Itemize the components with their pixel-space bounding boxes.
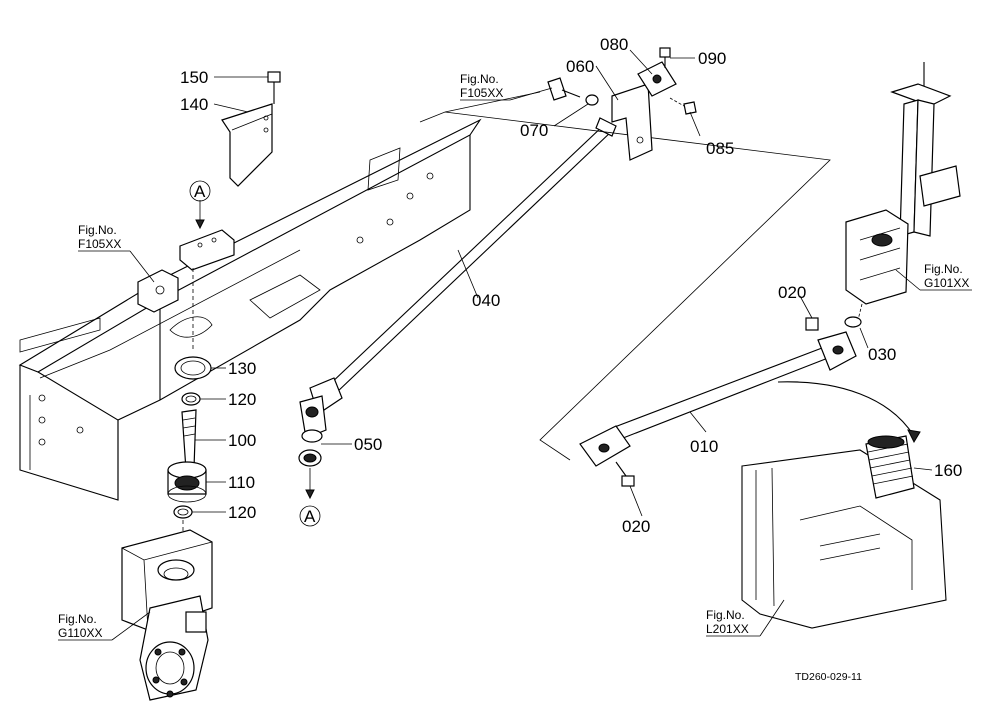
callout-085: 085 (706, 139, 734, 158)
callout-150: 150 (180, 68, 208, 87)
fig-ref-5-label: Fig.No. (706, 608, 745, 622)
leader-lines (192, 49, 933, 517)
callout-040: 040 (472, 291, 500, 310)
callout-120-lower: 120 (228, 503, 256, 522)
part-150-bolt (267, 71, 281, 104)
callout-070: 070 (520, 121, 548, 140)
callout-160: 160 (934, 461, 962, 480)
marker-a-top-circle (189, 180, 211, 202)
steering-column (845, 62, 961, 321)
chassis-frame (18, 118, 482, 501)
part-140-bracket (221, 103, 273, 187)
fig-ref-4-code: G110XX (58, 626, 102, 640)
part-050-joint (298, 449, 322, 467)
part-040-shaft (299, 117, 617, 443)
fig-ref-leaders (58, 87, 972, 641)
callout-080: 080 (600, 35, 628, 54)
callout-140: 140 (180, 95, 208, 114)
part-110-bearing (167, 461, 207, 503)
floor-panel (741, 449, 947, 629)
part-160-boot (865, 435, 915, 499)
callout-060: 060 (566, 57, 594, 76)
callout-090: 090 (698, 49, 726, 68)
callout-020-lower: 020 (622, 517, 650, 536)
marker-a-bottom-circle (299, 505, 321, 527)
fig-ref-2-code: F105XX (460, 86, 503, 100)
callout-010: 010 (690, 437, 718, 456)
callout-020-upper: 020 (778, 283, 806, 302)
part-020-bolt-lower (615, 461, 635, 487)
part-020-bolt-upper (805, 317, 819, 331)
part-010-shaft (579, 331, 857, 467)
fig-ref-4-label: Fig.No. (58, 612, 97, 626)
steering-gearbox (121, 529, 213, 701)
callout-050: 050 (354, 435, 382, 454)
marker-a-top: A (194, 182, 206, 201)
fig-ref-3-label: Fig.No. (924, 262, 963, 276)
fig-ref-5-code: L201XX (706, 622, 749, 636)
callout-100: 100 (228, 431, 256, 450)
part-070-bolt (547, 77, 599, 106)
part-085-nut (669, 97, 697, 115)
part-030-pin (844, 316, 862, 328)
part-130-ring (174, 356, 212, 380)
part-090-bolt (659, 47, 671, 68)
drawing-code: TD260-029-11 (795, 671, 862, 683)
marker-a-bottom: A (304, 507, 316, 526)
callout-130: 130 (228, 359, 256, 378)
part-080-plate (637, 61, 677, 97)
fig-ref-1-label: Fig.No. (78, 223, 117, 237)
callout-110: 110 (228, 473, 255, 492)
part-120-washer-lower (173, 505, 193, 519)
part-060-bracket (611, 83, 653, 161)
fig-ref-3-code: G101XX (924, 276, 969, 290)
fig-ref-1-code: F105XX (78, 237, 121, 251)
callout-030: 030 (868, 345, 896, 364)
part-120-washer-upper (181, 392, 201, 406)
callout-120-upper: 120 (228, 390, 256, 409)
part-100-shaft (181, 409, 197, 471)
fig-ref-2-label: Fig.No. (460, 72, 499, 86)
